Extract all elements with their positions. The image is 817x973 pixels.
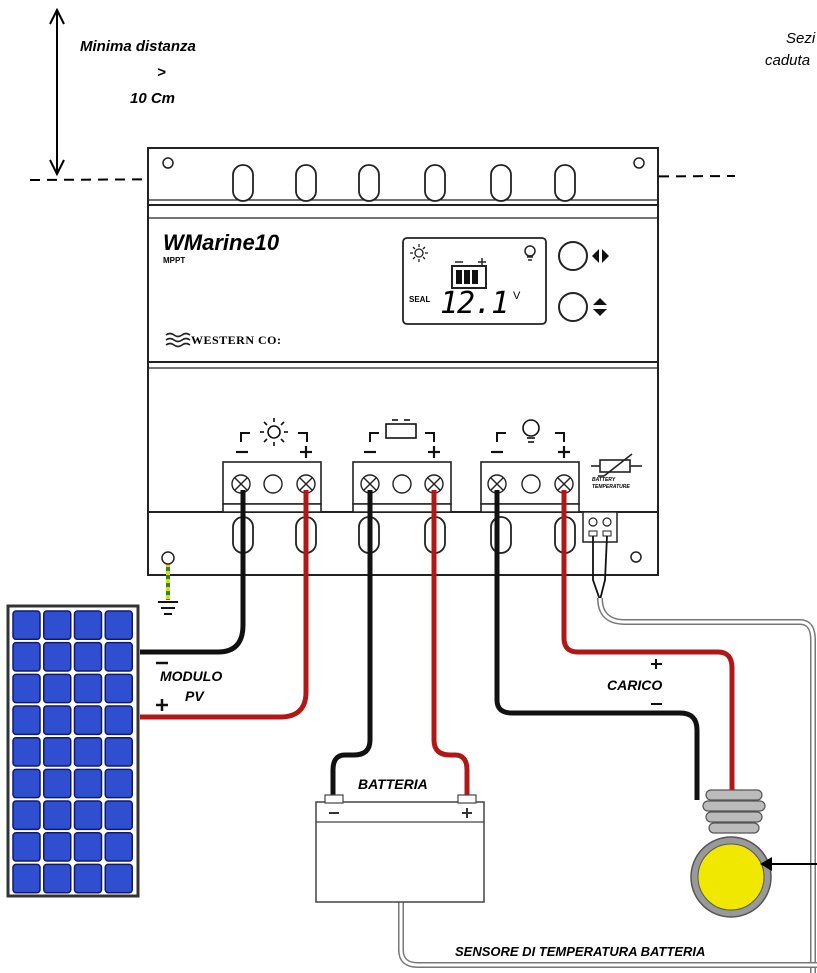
- pv-module-label-1: MODULO: [160, 668, 223, 684]
- lcd-bulb-icon: [524, 245, 536, 261]
- solar-cell: [104, 673, 133, 704]
- lcd-unit: V: [513, 290, 521, 302]
- sensor-cable-bottom: [398, 850, 817, 968]
- bulb-arrow: [760, 857, 817, 871]
- solar-cell: [43, 736, 72, 767]
- charge-controller: [147, 147, 659, 576]
- battery-label: BATTERIA: [358, 776, 428, 792]
- lcd-mode: SEAL: [409, 295, 431, 304]
- load-label: CARICO: [607, 677, 663, 693]
- solar-cell: [73, 831, 103, 862]
- controller-subtitle: MPPT: [163, 256, 186, 265]
- battery-negative-wire: [330, 490, 373, 800]
- battery-positive-wire: [431, 490, 470, 800]
- solar-cell: [104, 705, 133, 736]
- solar-cell: [73, 800, 103, 831]
- lcd-voltage: 12.1: [440, 286, 509, 321]
- solar-cell: [104, 641, 133, 672]
- terminal-pv-sun-icon: [260, 418, 288, 446]
- load-polarity-signs: [651, 659, 662, 705]
- corner-note-line2: caduta: [765, 52, 811, 69]
- terminal-bulb-icon: [522, 419, 540, 443]
- solar-cell: [73, 768, 103, 799]
- pv-positive-wire: [140, 490, 309, 720]
- button-left-right: [558, 241, 609, 271]
- solar-cell: [73, 736, 103, 767]
- solar-cell: [43, 863, 72, 894]
- solar-cell: [43, 641, 72, 672]
- controller-model: WMarine10: [163, 230, 280, 255]
- brand-logo-icon: [165, 332, 191, 348]
- solar-cell: [43, 705, 72, 736]
- solar-cell: [43, 800, 72, 831]
- solar-cell: [104, 768, 133, 799]
- ground-wire: [158, 551, 178, 615]
- bulb-icon: [690, 789, 772, 918]
- button-up-down: [558, 292, 607, 322]
- solar-cell: [12, 610, 41, 641]
- solar-cell: [104, 831, 133, 862]
- solar-cell: [43, 610, 72, 641]
- terminal-battery-icon: [385, 419, 417, 439]
- solar-cell: [73, 705, 103, 736]
- pv-negative-wire: [140, 490, 246, 655]
- solar-cell: [12, 736, 41, 767]
- distance-note-line2: >: [157, 64, 166, 81]
- distance-note-line1: Minima distanza: [80, 38, 196, 55]
- distance-arrow: [49, 7, 65, 177]
- sensor-label: SENSORE DI TEMPERATURA BATTERIA: [455, 944, 706, 959]
- solar-cell: [73, 641, 103, 672]
- pv-module-label-2: PV: [185, 688, 204, 704]
- solar-panel: [6, 604, 140, 898]
- solar-cell: [104, 863, 133, 894]
- terminal-markings: [240, 432, 565, 442]
- load-negative-wire: [494, 490, 700, 800]
- solar-cell: [12, 863, 41, 894]
- solar-cell: [104, 800, 133, 831]
- solar-cell: [73, 863, 103, 894]
- solar-cell: [12, 673, 41, 704]
- solar-cell: [12, 800, 41, 831]
- solar-cell: [43, 831, 72, 862]
- corner-note-line1: Sezi: [786, 30, 816, 47]
- solar-cell: [104, 610, 133, 641]
- lcd-sun-icon: [410, 244, 428, 262]
- solar-cell: [12, 831, 41, 862]
- distance-note-line3: 10 Cm: [130, 90, 176, 107]
- solar-cell: [104, 736, 133, 767]
- solar-cell: [43, 768, 72, 799]
- sensor-connector: [582, 511, 618, 543]
- sensor-label-2: TEMPERATURE: [592, 484, 630, 490]
- sensor-label-1: BATTERY: [592, 477, 616, 483]
- thermistor-icon: [591, 453, 642, 477]
- battery-icon: [315, 794, 485, 903]
- solar-cell: [12, 641, 41, 672]
- controller-brand: WESTERN CO:: [191, 333, 282, 347]
- sensor-cable-top: [592, 535, 816, 973]
- solar-cell: [12, 768, 41, 799]
- terminal-polarity-signs: [236, 446, 570, 458]
- solar-cell: [12, 705, 41, 736]
- lcd-battery-icon: [451, 258, 487, 289]
- pv-polarity-signs: [156, 661, 168, 711]
- solar-cell: [43, 673, 72, 704]
- solar-cell: [73, 610, 103, 641]
- load-positive-wire: [561, 490, 735, 790]
- solar-cell: [73, 673, 103, 704]
